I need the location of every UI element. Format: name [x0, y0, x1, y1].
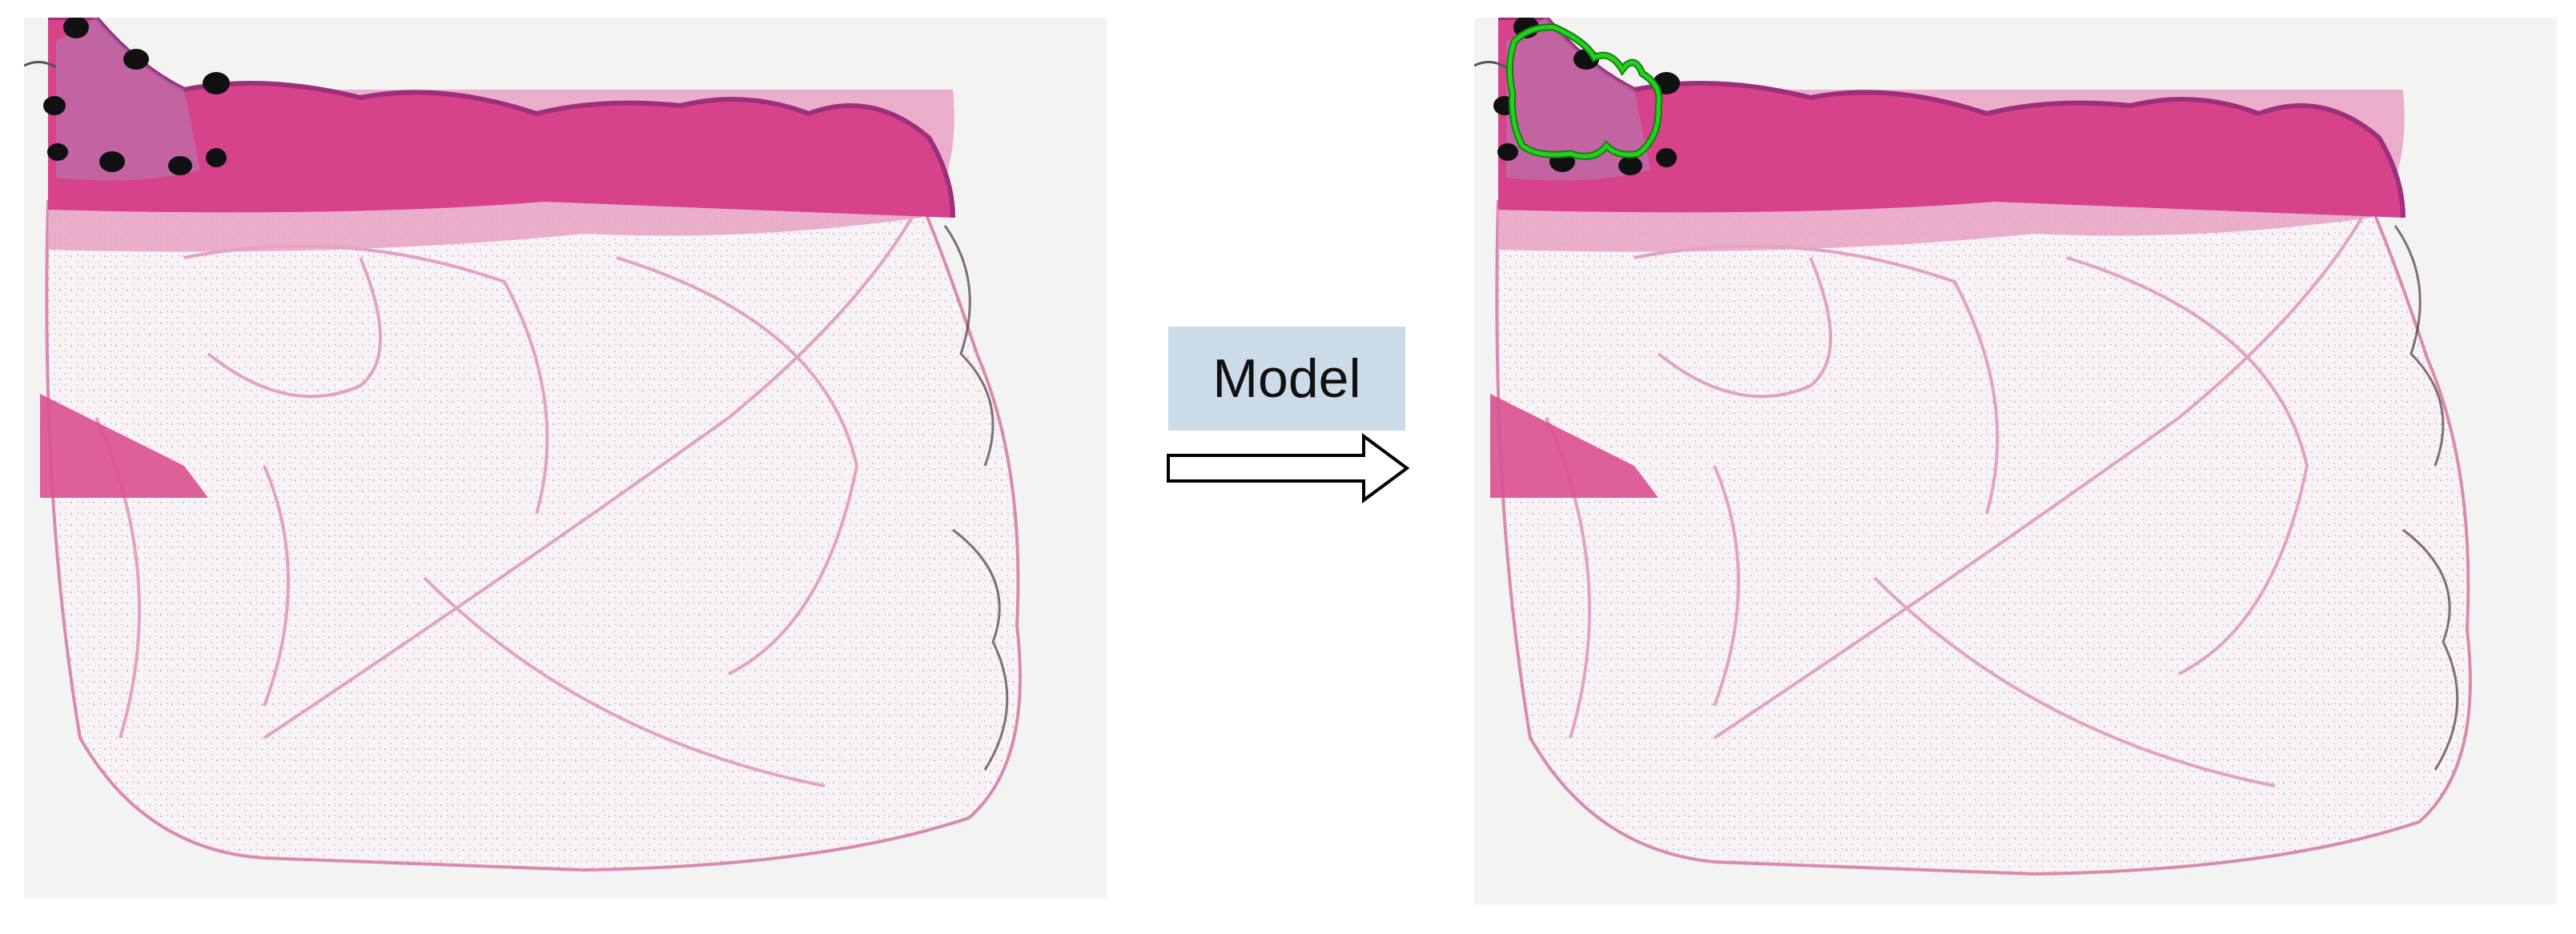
pen-marks — [1493, 18, 1680, 175]
pen-marks — [43, 18, 230, 175]
input-slide-image — [24, 18, 1107, 898]
output-slide-image — [1474, 18, 2557, 904]
output-slide-tissue — [1474, 18, 2472, 876]
input-slide-tissue — [24, 18, 1022, 872]
model-box: Model — [1168, 327, 1405, 431]
model-label: Model — [1212, 348, 1361, 409]
right-arrow-icon — [1167, 433, 1410, 503]
